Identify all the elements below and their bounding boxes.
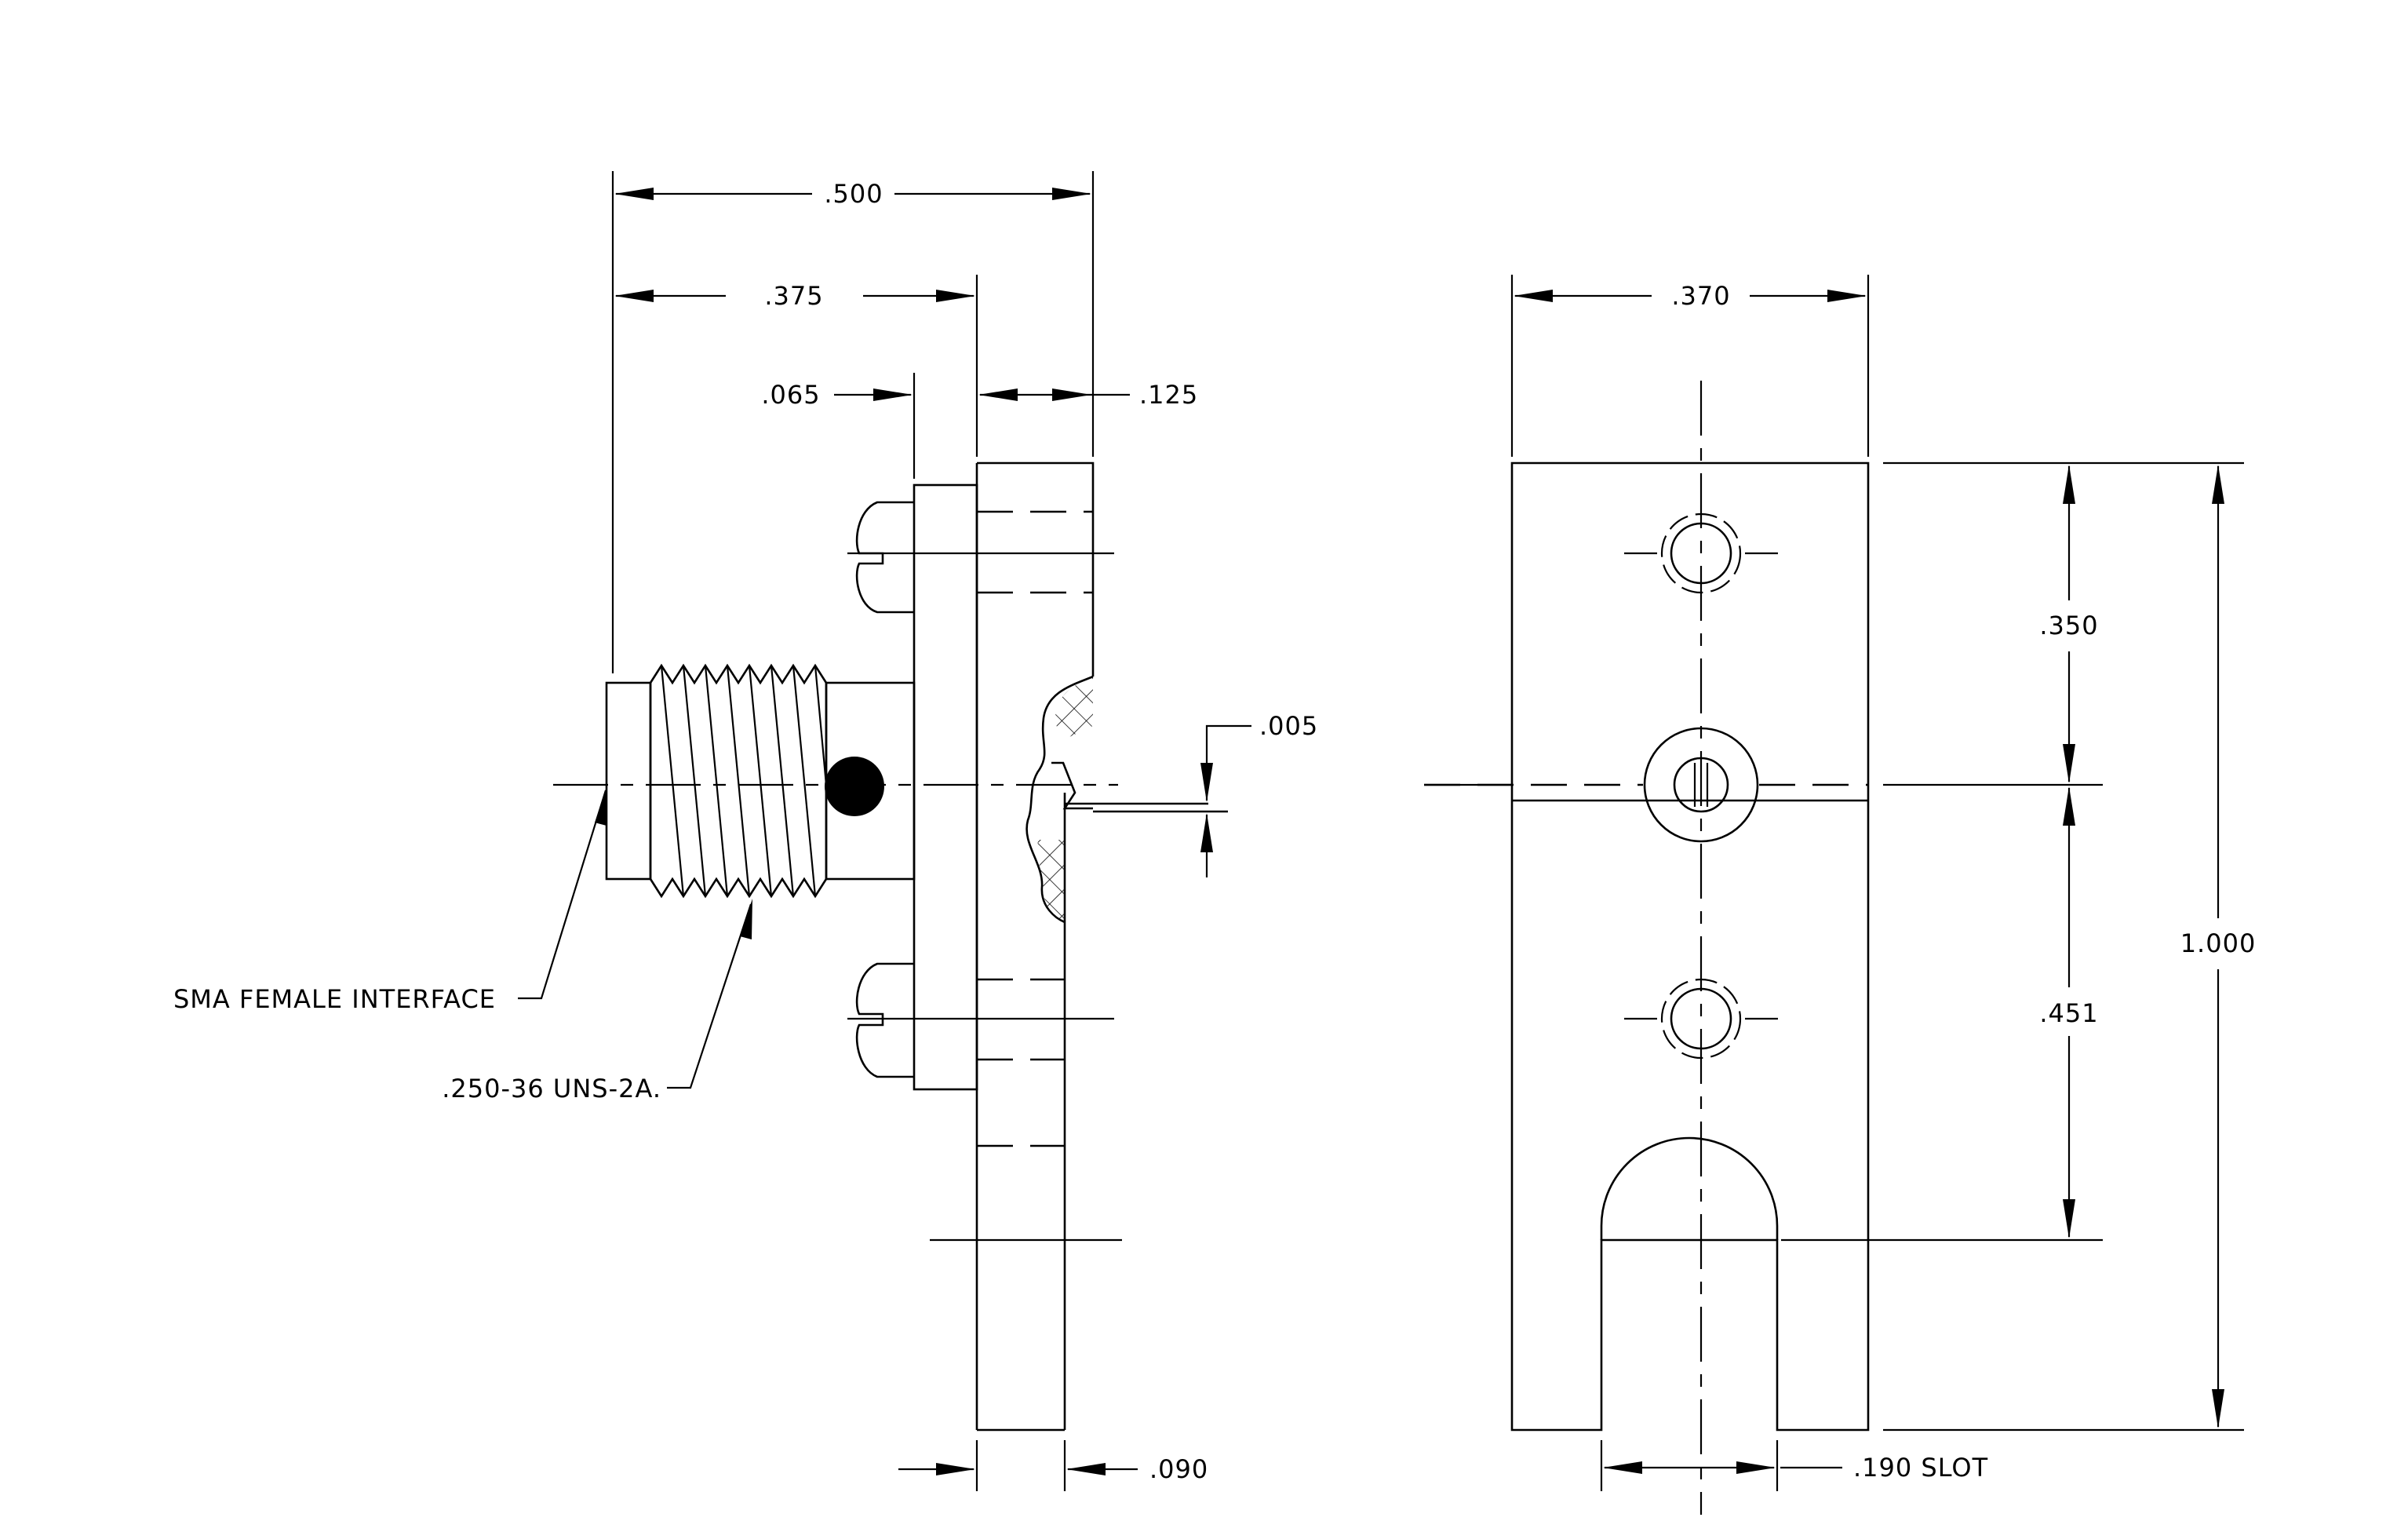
dim-body-length: .375: [764, 281, 823, 311]
dim-width: .370: [1671, 281, 1730, 311]
mounting-block-outline: [977, 461, 1095, 677]
section-break: [1025, 675, 1094, 924]
callout-interface: SMA FEMALE INTERFACE: [173, 984, 496, 1014]
hatch-upper: [1055, 677, 1093, 742]
callout-thread: .250-36 UNS-2A.: [442, 1074, 661, 1103]
slot-arch: [1600, 1136, 1779, 1240]
dim-flange-thickness: .065: [761, 380, 820, 410]
upper-screw: [855, 501, 1093, 614]
dim-hole-spacing-lower: .451: [2039, 998, 2098, 1028]
center-pin: [825, 757, 884, 816]
dim-height: 1.000: [2180, 928, 2257, 958]
flange: [913, 483, 978, 1091]
dim-hole-spacing-upper: .350: [2039, 611, 2098, 640]
side-view: .500 .375 .065 .125 .005 .090 SMA FEMALE…: [173, 171, 1318, 1491]
thread-bottom-profile: [649, 877, 828, 899]
dim-overall-length: .500: [824, 179, 883, 209]
dim-plate-thickness: .090: [1149, 1454, 1208, 1484]
thread-lines: [660, 665, 828, 897]
lower-screw: [855, 962, 1065, 1147]
front-view: .370 .350 .451 1.000 .190 SLOT: [1424, 275, 2257, 1515]
dim-slot: .190 SLOT: [1853, 1453, 1988, 1483]
interface-leader: [518, 790, 607, 1000]
hatch-lower: [1037, 840, 1065, 922]
plate-outline: [1510, 461, 1870, 1432]
dim-block-thickness: .125: [1139, 380, 1198, 410]
interface-body: [605, 681, 652, 881]
thread-top-profile: [649, 663, 828, 685]
thread-leader: [667, 903, 752, 1089]
dim-gap: .005: [1259, 711, 1318, 741]
